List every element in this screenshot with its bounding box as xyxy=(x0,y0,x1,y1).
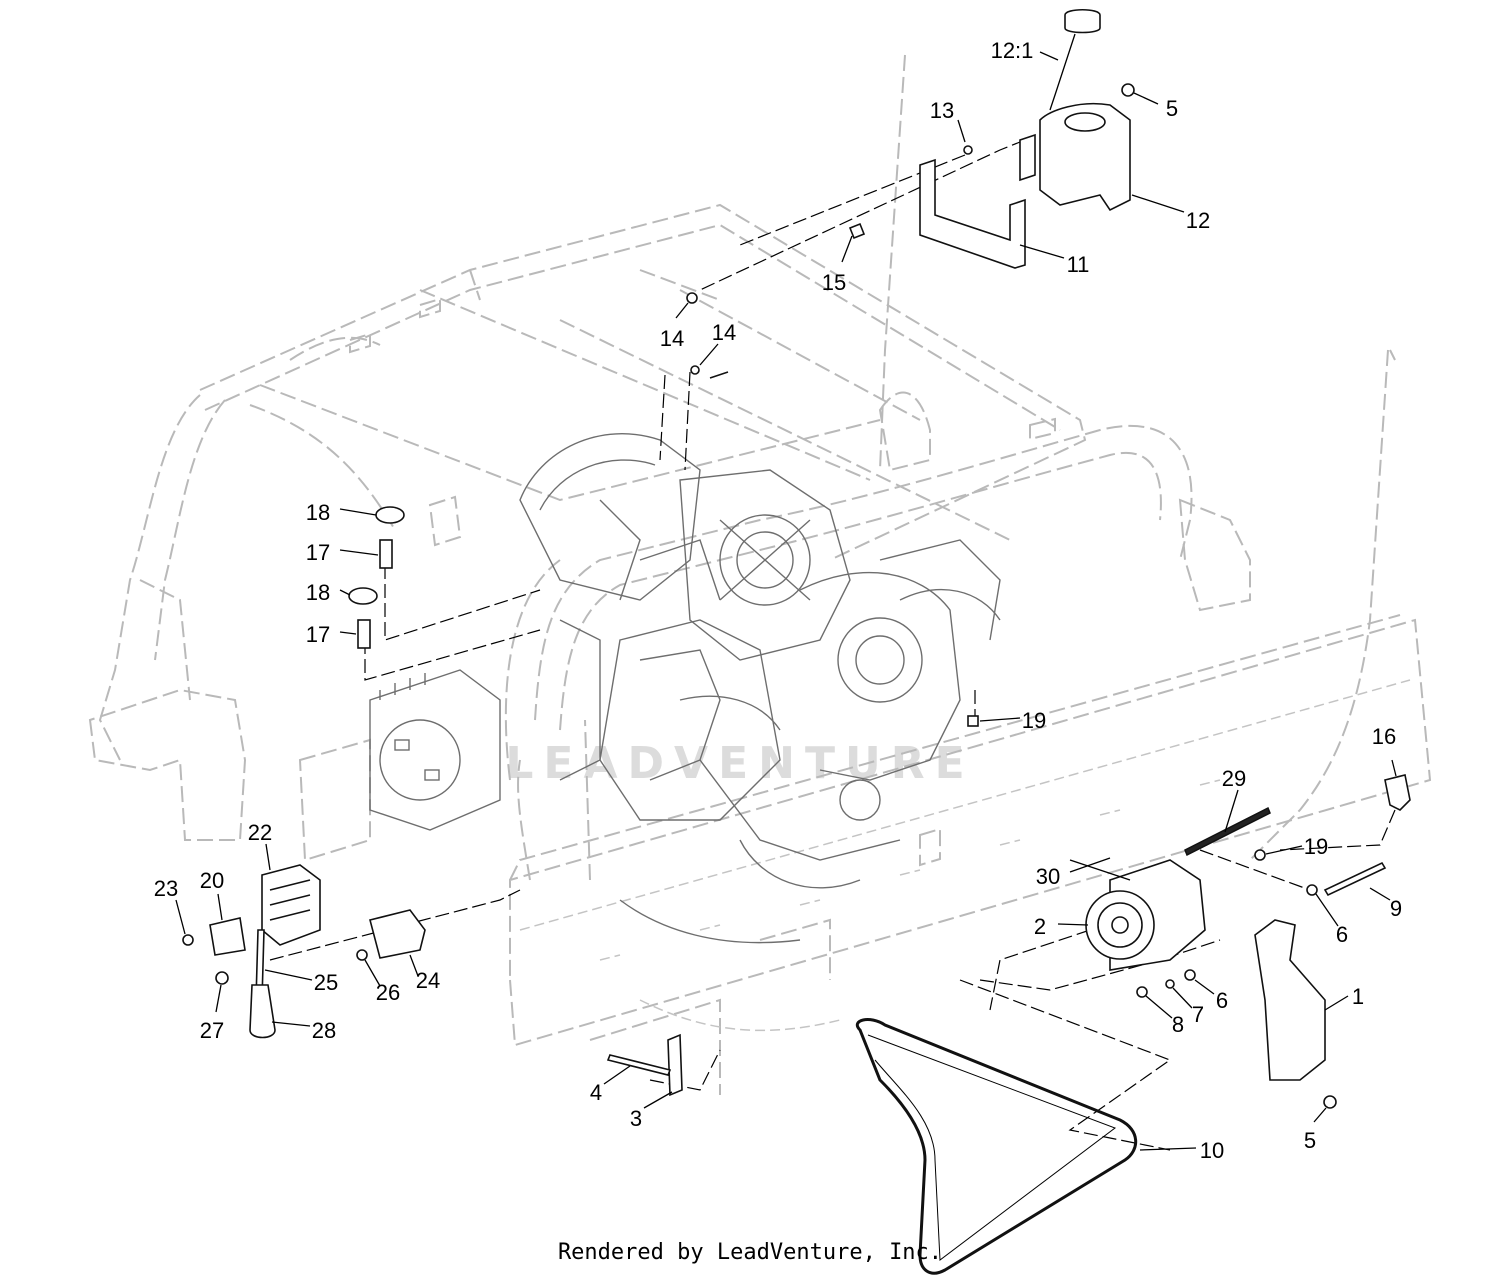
part-6-washer-b xyxy=(1184,969,1196,981)
callout-label: 30 xyxy=(1036,864,1060,889)
callout-label: 5 xyxy=(1166,96,1178,121)
assembly-lines xyxy=(269,139,1396,1151)
callout-label: 14 xyxy=(712,320,736,345)
callout-label: 3 xyxy=(630,1106,642,1131)
callout-label: 23 xyxy=(154,876,178,901)
callout-label: 9 xyxy=(1390,896,1402,921)
part-7-washer xyxy=(1165,979,1175,989)
part-3-bracket xyxy=(667,1033,683,1097)
part-28-boot xyxy=(249,984,276,1039)
leader-lines xyxy=(175,51,1397,1151)
part-5-nut xyxy=(1121,83,1135,97)
callout-label: 2 xyxy=(1034,914,1046,939)
part-10-belt xyxy=(856,1018,1138,1275)
callout-label: 19 xyxy=(1304,834,1328,859)
part-23-nut xyxy=(182,934,194,946)
part-12-1-cap xyxy=(1049,8,1101,111)
callout-label: 17 xyxy=(306,622,330,647)
callout-label: 5 xyxy=(1304,1128,1316,1153)
part-26-nut xyxy=(356,949,368,961)
part-5-nut-b xyxy=(1323,1095,1337,1109)
callout-label: 1 xyxy=(1352,984,1364,1009)
part-4-bolt xyxy=(606,1054,672,1076)
callout-label: 27 xyxy=(200,1018,224,1043)
callout-label: 7 xyxy=(1192,1002,1204,1027)
part-30-wire xyxy=(1069,859,1131,881)
callout-label: 19 xyxy=(1022,708,1046,733)
callout-label: 6 xyxy=(1336,922,1348,947)
part-27-nut xyxy=(215,971,229,985)
callout-label: 24 xyxy=(416,968,440,993)
part-9-bolt xyxy=(1323,861,1387,897)
part-18-clamp xyxy=(375,506,405,524)
part-15-clip xyxy=(848,222,866,240)
callout-label: 25 xyxy=(314,970,338,995)
part-2-compressor xyxy=(1085,859,1206,971)
callout-label: 17 xyxy=(306,540,330,565)
callout-label: 18 xyxy=(306,580,330,605)
part-6-washer xyxy=(1306,884,1318,896)
part-1-bracket xyxy=(1254,919,1326,1081)
callout-label: 4 xyxy=(590,1080,602,1105)
watermark-text: LEADVENTURE xyxy=(505,738,974,789)
part-29-hose xyxy=(1184,806,1271,857)
callout-label: 11 xyxy=(1067,252,1090,277)
part-17-fitting xyxy=(379,539,393,569)
part-24-bracket xyxy=(369,909,426,959)
part-14-nut xyxy=(686,292,698,304)
callout-label: 18 xyxy=(306,500,330,525)
part-17-fitting-b xyxy=(357,619,371,649)
part-14-bolt xyxy=(709,371,729,379)
part-16-elbow xyxy=(1384,774,1411,811)
part-11-bracket xyxy=(919,158,1026,269)
callout-label: 22 xyxy=(248,820,272,845)
engine-assembly xyxy=(369,433,1001,944)
callout-label: 6 xyxy=(1216,988,1228,1013)
part-13-bolt xyxy=(963,145,973,155)
callout-label: 12 xyxy=(1186,208,1210,233)
part-20-bracket xyxy=(209,917,246,956)
callout-label: 28 xyxy=(312,1018,336,1043)
callout-label: 29 xyxy=(1222,766,1246,791)
callout-label: 14 xyxy=(660,326,684,351)
callout-label: 20 xyxy=(200,868,224,893)
part-18-clamp-b xyxy=(348,587,378,605)
callout-label: 8 xyxy=(1172,1012,1184,1037)
callout-label: 15 xyxy=(822,270,846,295)
callout-label: 16 xyxy=(1372,724,1396,749)
callout-label: 12:1 xyxy=(991,38,1034,63)
callout-label: 13 xyxy=(930,98,954,123)
part-8-bolt xyxy=(1136,986,1148,998)
part-12-reservoir xyxy=(1019,102,1131,212)
vehicle-frame xyxy=(88,54,1432,1095)
part-19-fitting xyxy=(967,715,979,727)
footer-credit: Rendered by LeadVenture, Inc. xyxy=(557,1240,943,1265)
part-14-nut-b xyxy=(690,365,700,375)
callout-label: 26 xyxy=(376,980,400,1005)
callout-label: 10 xyxy=(1200,1138,1224,1163)
part-19-fitting-b xyxy=(1254,849,1266,861)
